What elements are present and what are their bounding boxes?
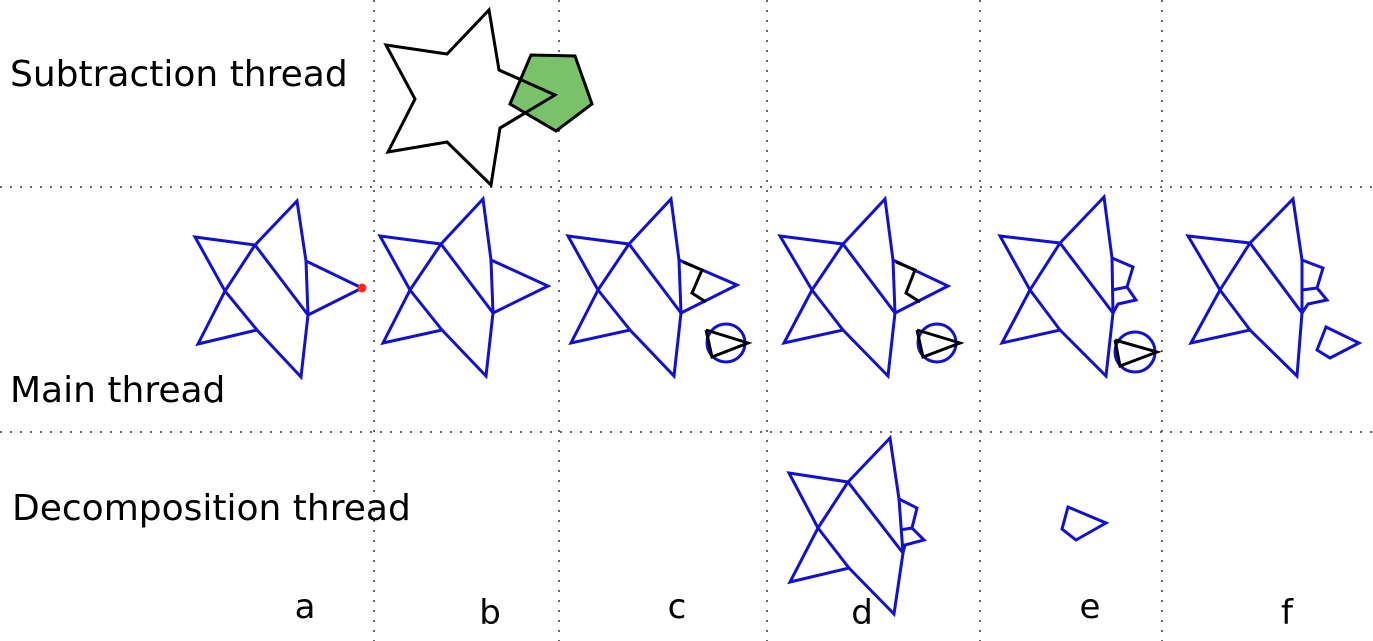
row-label-main: Main thread (10, 370, 225, 411)
decomposition-edge (1218, 289, 1252, 331)
decomposition-edge (1028, 289, 1062, 331)
decomposition-edge (810, 243, 845, 291)
star-decomposition-outline (377, 195, 552, 380)
decomposition-edge (223, 244, 257, 292)
column-label-c: c (668, 587, 687, 627)
subtraction-result-edge (899, 526, 913, 532)
subtraction-cut (895, 260, 921, 304)
main-step-d (777, 195, 965, 380)
subtraction-result-edge (1301, 286, 1318, 292)
column-label-a: a (295, 587, 316, 627)
pending-region-cut (915, 328, 965, 360)
column-label-b: b (479, 593, 501, 633)
pending-region-cut (704, 328, 753, 360)
separated-fragment (1315, 324, 1363, 360)
column-label-f: f (1281, 593, 1294, 633)
decomposition-edge (897, 498, 905, 554)
decomposition-edge (677, 259, 683, 314)
decomposition-edge (596, 289, 632, 331)
decomposition-edge (1218, 242, 1252, 291)
decomposition-edge (1028, 242, 1062, 291)
decomposition-edge (253, 244, 310, 316)
decomposition-edge (439, 243, 495, 314)
decomposed-fragment (1060, 504, 1110, 542)
star-decomposition-outline (997, 193, 1139, 380)
star-outline-overlap (498, 68, 559, 130)
row-label-decomposition: Decomposition thread (12, 488, 411, 529)
row-label-subtraction: Subtraction thread (10, 54, 348, 95)
decomposition-edge (810, 289, 845, 331)
main-step-b (377, 195, 552, 380)
column-label-e: e (1080, 587, 1101, 627)
column-label-d: d (851, 593, 873, 633)
decomposition-edge (627, 243, 683, 314)
star-decomposition-outline (786, 434, 927, 618)
current-vertex-marker (357, 283, 367, 293)
decomposition-edge (596, 243, 631, 291)
decomposition-edge (841, 243, 897, 314)
decomposition-edge (408, 289, 444, 331)
subtraction-operands (383, 6, 594, 189)
decomposition-edge (891, 259, 897, 314)
star-decomposition-outline (1185, 195, 1330, 380)
decomposition-edge (489, 259, 495, 314)
decomposition-step-e (1060, 504, 1110, 542)
decomposition-edge (846, 481, 905, 554)
decomposition-edge (223, 290, 259, 331)
decomposition-step-d (786, 434, 927, 618)
star-decomposition-outline (192, 197, 366, 381)
decomposition-edge (408, 243, 443, 291)
subtraction-result-edge (1111, 285, 1128, 292)
main-step-c (565, 195, 753, 380)
main-step-e (997, 193, 1162, 380)
decomposition-edge (304, 260, 310, 316)
decomposition-edge (1248, 242, 1304, 314)
decomposition-edge (816, 527, 851, 569)
decomposition-edge (1058, 242, 1115, 314)
decomposition-edge (1110, 257, 1115, 314)
subtraction-cut (682, 260, 707, 304)
main-step-a (192, 197, 367, 381)
main-step-f (1185, 195, 1363, 380)
pending-region-cut (1113, 338, 1162, 369)
decomposition-edge (816, 481, 850, 529)
